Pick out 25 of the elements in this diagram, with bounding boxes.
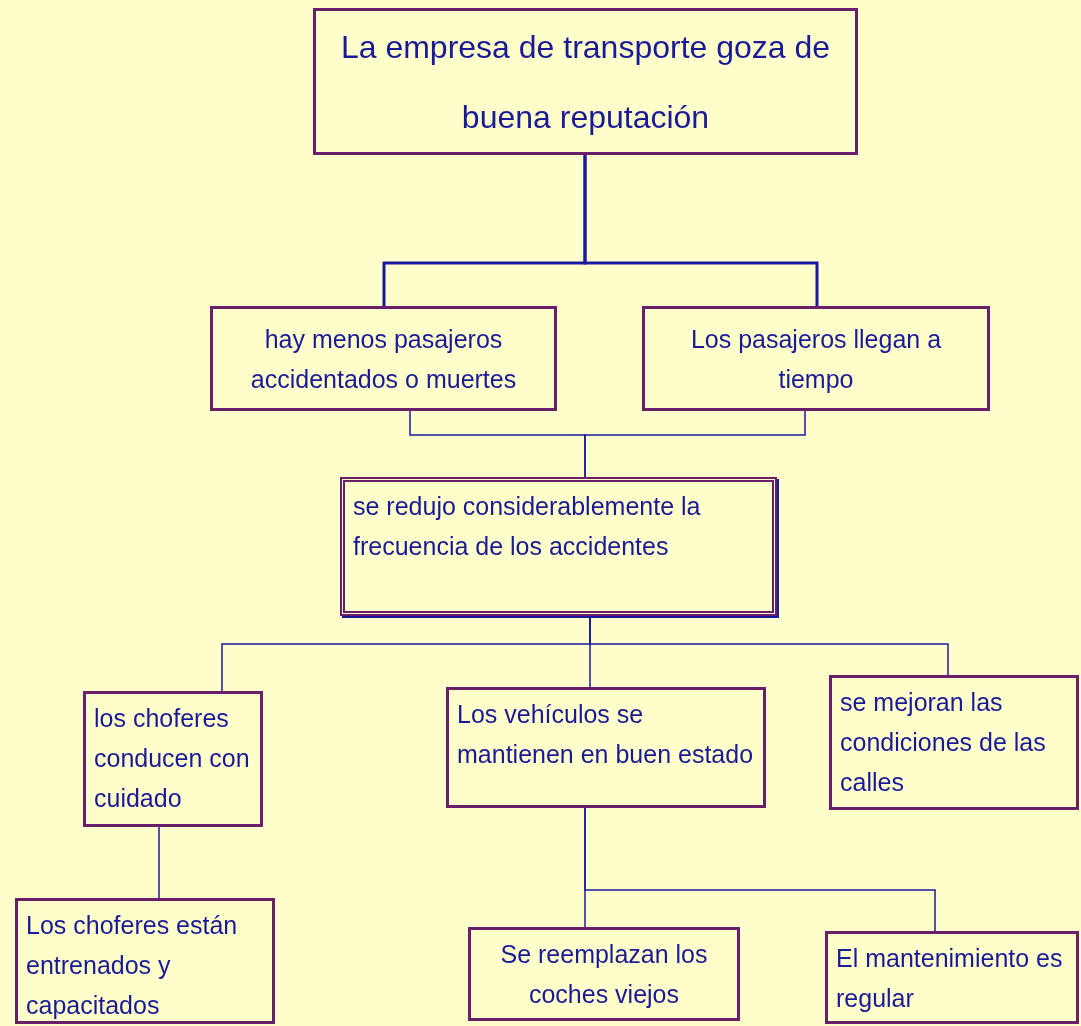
box-text: Los choferes están entrenados y capacitados [26, 910, 239, 1021]
box-text: El mantenimiento es regular [836, 943, 1064, 1014]
text-box [83, 691, 263, 827]
box-text: hay menos pasajeros accidentados o muertes [249, 323, 518, 395]
text-box [313, 8, 858, 155]
box-text: se redujo considerablemente la frecuencia de los accidentes [353, 491, 702, 562]
box-text: los choferes conducen con cuidado [94, 703, 251, 814]
connector-line [584, 410, 806, 478]
box-text: Los pasajeros llegan a tiempo [689, 323, 943, 395]
box-text: se mejoran las condiciones de las calles [840, 687, 1047, 798]
connector-line [583, 155, 819, 306]
text-box [829, 675, 1079, 810]
text-box [210, 306, 557, 411]
text-box [340, 477, 777, 616]
text-box [468, 927, 740, 1021]
box-text: La empresa de transporte goza de buena reputación [339, 27, 832, 137]
box-text: Los vehículos se mantienen en buen estado [457, 699, 755, 770]
box-text: Se reemplazan los coches viejos [499, 939, 709, 1010]
connector-line [584, 807, 936, 932]
text-box [15, 898, 275, 1024]
text-box [446, 687, 766, 808]
connector-line [589, 615, 949, 676]
connector-line [158, 826, 160, 899]
text-box [642, 306, 990, 411]
text-box [825, 931, 1079, 1024]
